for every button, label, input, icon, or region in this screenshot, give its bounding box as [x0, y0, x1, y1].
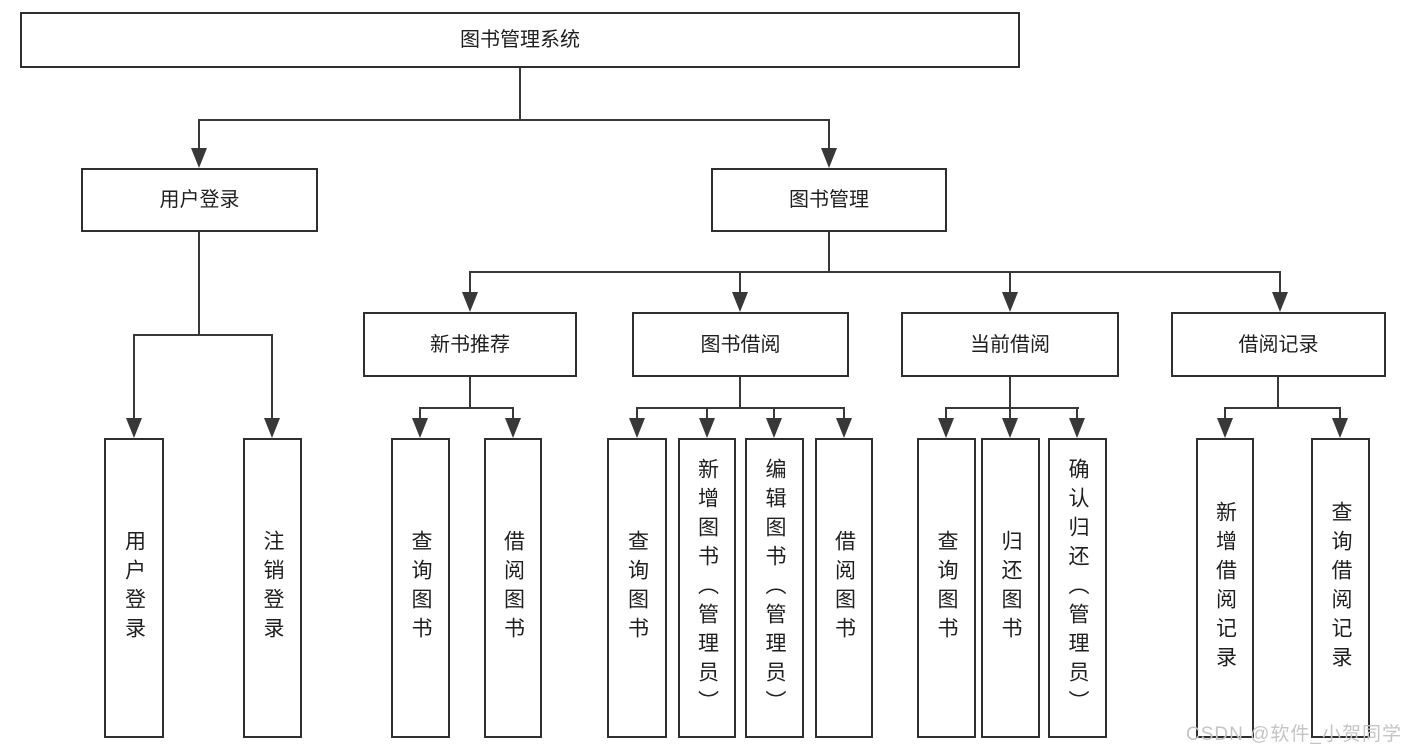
connector-line	[198, 232, 200, 336]
node-borrow-records: 借阅记录	[1171, 312, 1386, 377]
arrow-down-icon	[191, 148, 207, 168]
leaf-return-book: 归还图书	[981, 438, 1040, 738]
connector-line	[773, 407, 775, 420]
arrow-down-icon	[1002, 418, 1018, 438]
connector-line	[469, 271, 1281, 273]
connector-line	[1339, 407, 1341, 420]
node-label: 编辑图书（管理员）	[763, 457, 786, 719]
arrow-down-icon	[821, 148, 837, 168]
connector-line	[945, 407, 947, 420]
node-label: 注销登录	[261, 530, 284, 646]
leaf-logout-login: 注销登录	[243, 438, 302, 738]
connector-line	[1279, 271, 1281, 293]
arrow-down-icon	[766, 418, 782, 438]
arrow-down-icon	[412, 418, 428, 438]
arrow-down-icon	[1217, 418, 1233, 438]
node-label: 当前借阅	[970, 333, 1050, 356]
connector-line	[519, 68, 521, 120]
connector-line	[198, 119, 830, 121]
leaf-query-books-recommend: 查询图书	[391, 438, 450, 738]
connector-line	[1009, 271, 1011, 293]
arrow-down-icon	[629, 418, 645, 438]
connector-line	[828, 119, 830, 150]
arrow-down-icon	[126, 418, 142, 438]
node-label: 归还图书	[999, 530, 1022, 646]
leaf-add-borrow-record: 新增借阅记录	[1196, 438, 1254, 738]
arrow-down-icon	[1069, 418, 1085, 438]
node-user-login: 用户登录	[81, 168, 318, 232]
connector-line	[1224, 407, 1226, 420]
node-label: 查询图书	[625, 530, 649, 646]
node-new-book-recommend: 新书推荐	[363, 312, 577, 377]
node-label: 新增借阅记录	[1213, 501, 1237, 675]
node-root: 图书管理系统	[20, 12, 1020, 68]
node-label: 查询借阅记录	[1329, 501, 1352, 675]
arrow-down-icon	[505, 418, 521, 438]
node-label: 查询图书	[409, 530, 432, 646]
node-label: 确认归还（管理员）	[1066, 457, 1089, 719]
node-label: 新书推荐	[430, 333, 510, 356]
arrow-down-icon	[938, 418, 954, 438]
csdn-watermark: CSDN @软件_小贺同学	[1186, 724, 1402, 745]
node-label: 查询图书	[935, 530, 958, 646]
connector-line	[706, 407, 708, 420]
leaf-edit-book-admin: 编辑图书（管理员）	[745, 438, 804, 738]
node-label: 用户登录	[159, 189, 240, 211]
connector-line	[469, 271, 471, 293]
arrow-down-icon	[462, 292, 478, 312]
connector-line	[419, 407, 421, 420]
connector-line	[636, 407, 638, 420]
node-label: 图书管理	[789, 189, 869, 211]
connector-line	[271, 334, 273, 420]
connector-line	[133, 334, 135, 420]
node-label: 借阅图书	[501, 530, 525, 646]
node-label: 借阅图书	[832, 530, 856, 646]
connector-line	[1224, 407, 1341, 409]
arrow-down-icon	[836, 418, 852, 438]
node-label: 用户登录	[122, 530, 146, 646]
connector-line	[1009, 407, 1011, 420]
arrow-down-icon	[1272, 292, 1288, 312]
connector-line	[133, 334, 273, 336]
connector-line	[1076, 407, 1078, 420]
connector-line	[198, 119, 200, 150]
connector-line	[739, 375, 741, 409]
leaf-user-login: 用户登录	[104, 438, 164, 738]
connector-line	[1009, 375, 1011, 409]
leaf-borrow-books: 借阅图书	[815, 438, 873, 738]
connector-line	[469, 375, 471, 409]
leaf-borrow-books-recommend: 借阅图书	[484, 438, 542, 738]
connector-line	[419, 407, 514, 409]
leaf-confirm-return-admin: 确认归还（管理员）	[1048, 438, 1107, 738]
arrow-down-icon	[699, 418, 715, 438]
arrow-down-icon	[1002, 292, 1018, 312]
connector-line	[512, 407, 514, 420]
arrow-down-icon	[1332, 418, 1348, 438]
leaf-query-books-current: 查询图书	[917, 438, 976, 738]
node-label: 图书借阅	[700, 333, 781, 356]
node-book-management: 图书管理	[711, 168, 947, 232]
node-label: 图书管理系统	[460, 29, 580, 51]
leaf-add-book-admin: 新增图书（管理员）	[678, 438, 736, 738]
connector-line	[636, 407, 845, 409]
node-current-borrow: 当前借阅	[901, 312, 1119, 377]
connector-line	[828, 232, 830, 273]
leaf-query-books-borrow: 查询图书	[607, 438, 667, 738]
node-label: 借阅记录	[1238, 333, 1319, 356]
node-label: 新增图书（管理员）	[695, 457, 719, 719]
arrow-down-icon	[732, 292, 748, 312]
arrow-down-icon	[264, 418, 280, 438]
connector-line	[945, 407, 1079, 409]
connector-line	[1277, 375, 1279, 409]
node-book-borrow: 图书借阅	[632, 312, 849, 377]
leaf-query-borrow-record: 查询借阅记录	[1311, 438, 1370, 738]
connector-line	[843, 407, 845, 420]
connector-line	[739, 271, 741, 293]
